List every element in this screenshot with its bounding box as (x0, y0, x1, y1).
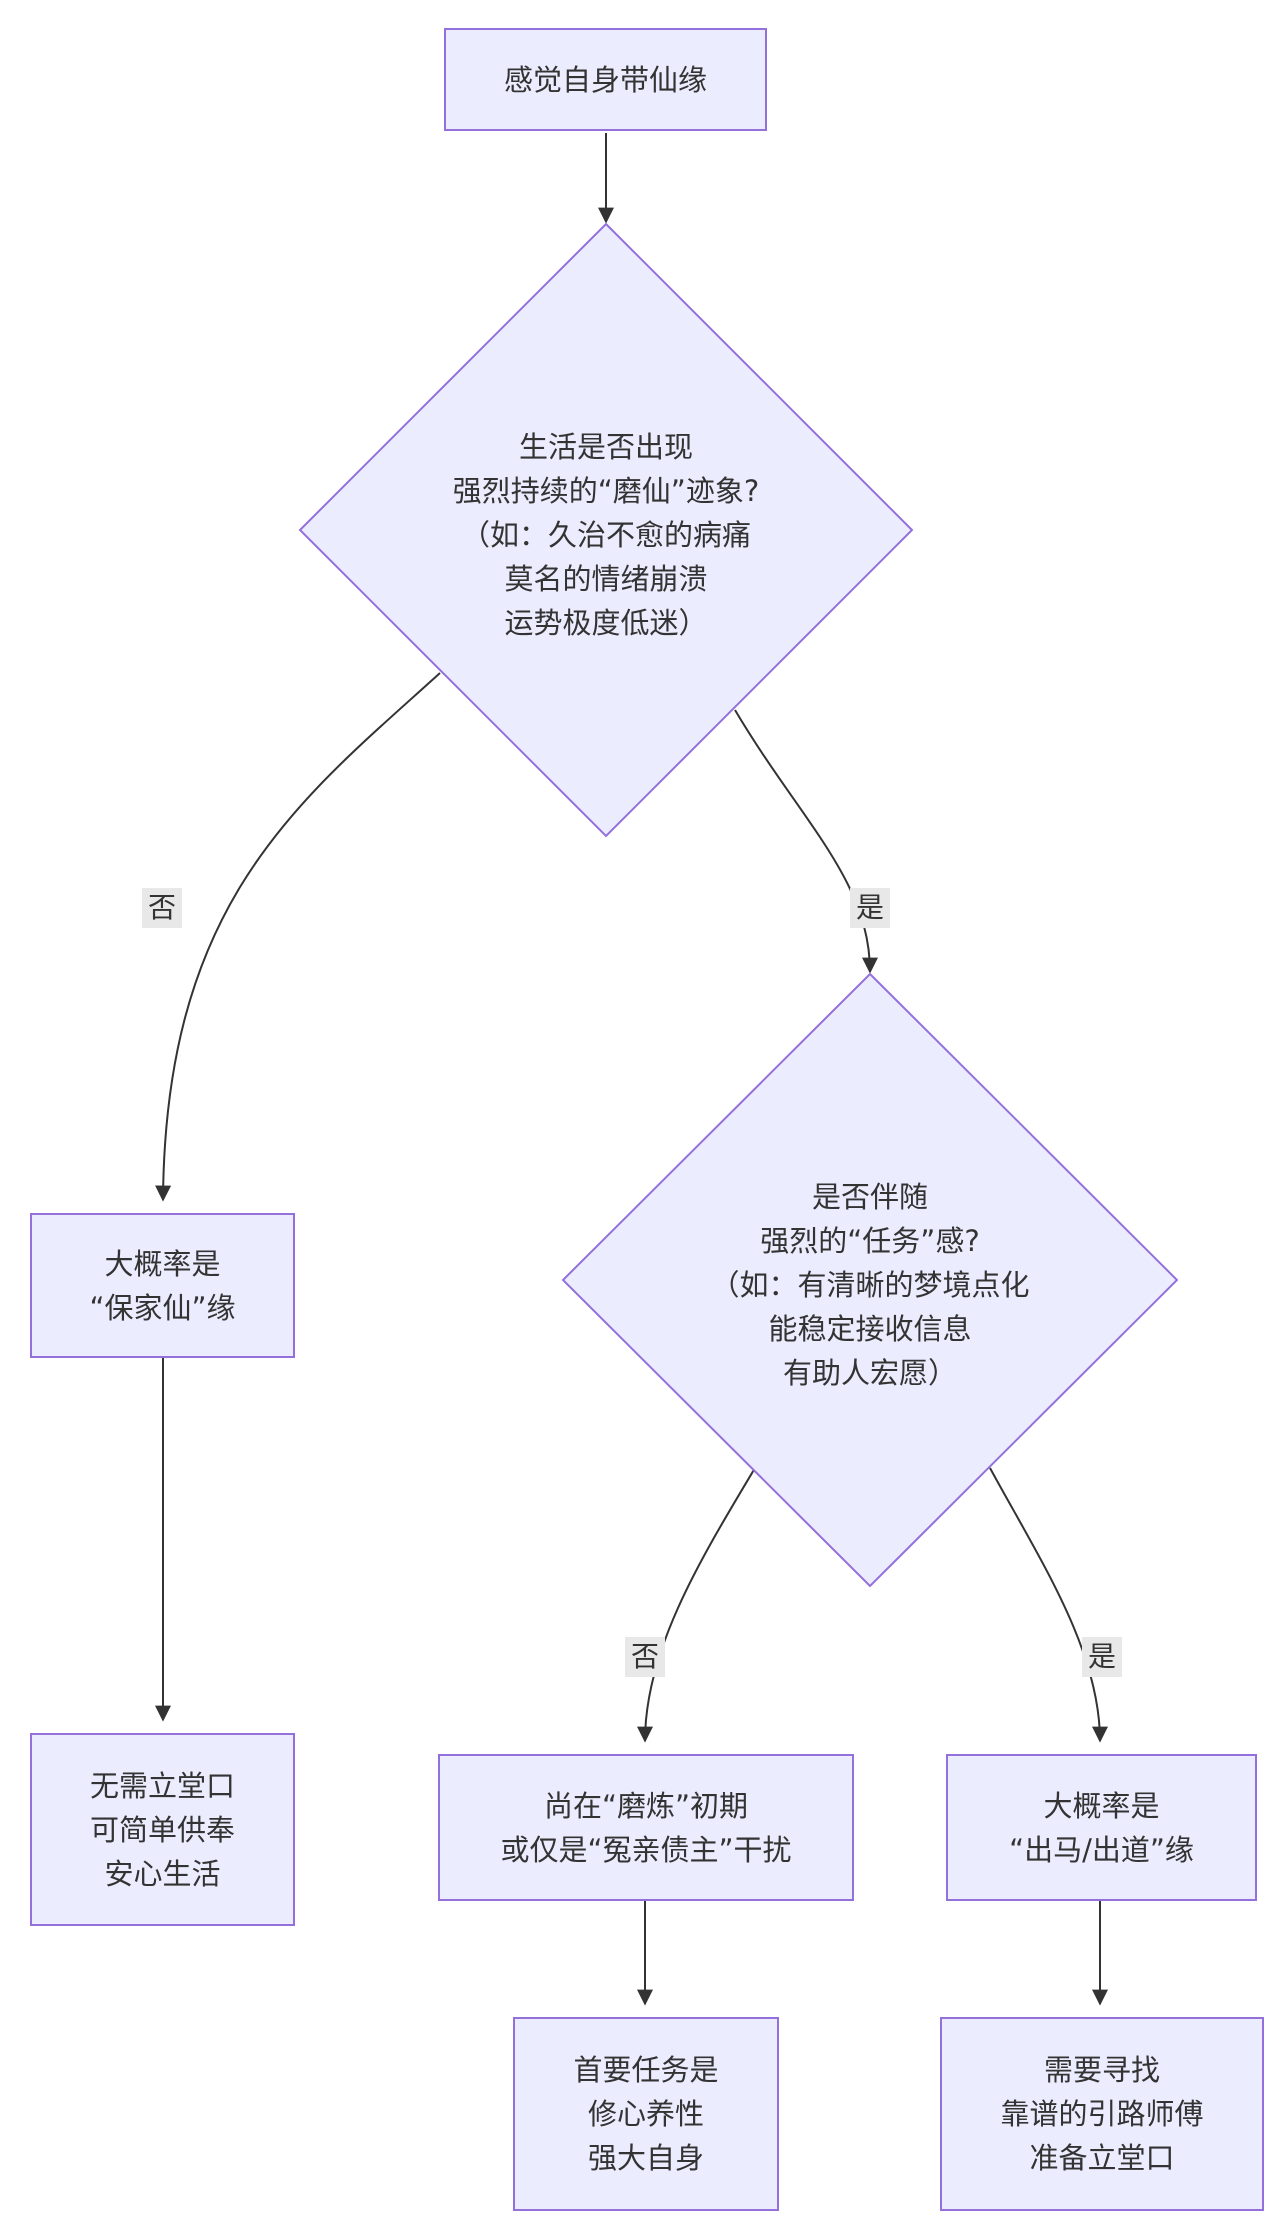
decision1-diamond (298, 222, 914, 838)
decision2-line-4: 能稳定接收信息 (768, 1312, 972, 1346)
node-start-line-1: 感觉自身带仙缘 (503, 62, 707, 97)
node-baojiaxian: 大概率是 “保家仙”缘 (30, 1213, 295, 1358)
node-no-tang-line-1: 无需立堂口 (89, 1768, 235, 1803)
node-xiuxin-line-3: 强大自身 (587, 2141, 704, 2175)
node-baojiaxian-line-1: 大概率是 (104, 1246, 221, 1281)
node-xiuxin-line-1: 首要任务是 (573, 2053, 719, 2087)
decision2-line-3: （如：有清晰的梦境点化 (710, 1268, 1030, 1302)
node-find-master-line-3: 准备立堂口 (1029, 2141, 1175, 2175)
decision1-line-2: 强烈持续的“磨仙”迹象? (452, 474, 760, 508)
node-xiuxin-line-2: 修心养性 (587, 2097, 704, 2131)
decision2-line-1: 是否伴随 (811, 1180, 929, 1214)
node-no-tang-line-2: 可简单供奉 (89, 1812, 235, 1847)
edge-label-decision1-no: 否 (141, 888, 183, 928)
node-chuma-line-1: 大概率是 (1043, 1788, 1160, 1823)
edge-decision2-no (637, 1467, 756, 1743)
node-molian-line-2: 或仅是“冤亲债主”干扰 (500, 1832, 792, 1867)
node-find-master-line-2: 靠谱的引路师傅 (1000, 2097, 1204, 2131)
decision-shapes (298, 222, 1179, 1588)
edges (155, 133, 1108, 2006)
decision2-diamond (561, 972, 1179, 1588)
node-molian: 尚在“磨炼”初期 或仅是“冤亲债主”干扰 (438, 1754, 854, 1901)
edge-decision1-no (155, 672, 441, 1202)
node-xiuxin: 首要任务是 修心养性 强大自身 (513, 2017, 779, 2211)
decision1-label: 生活是否出现 强烈持续的“磨仙”迹象? （如：久治不愈的病痛 莫名的情绪崩溃 运… (453, 425, 759, 645)
decision2-label: 是否伴随 强烈的“任务”感? （如：有清晰的梦境点化 能稳定接收信息 有助人宏愿… (710, 1175, 1029, 1395)
decision1-line-4: 莫名的情绪崩溃 (504, 562, 708, 596)
edge-label-decision2-no: 否 (624, 1637, 666, 1677)
decision1-line-1: 生活是否出现 (518, 430, 694, 464)
decision2-line-5: 有助人宏愿） (782, 1356, 958, 1390)
node-chuma: 大概率是 “出马/出道”缘 (946, 1754, 1257, 1901)
node-find-master: 需要寻找 靠谱的引路师傅 准备立堂口 (940, 2017, 1264, 2211)
node-no-tang: 无需立堂口 可简单供奉 安心生活 (30, 1733, 295, 1926)
node-find-master-line-1: 需要寻找 (1043, 2053, 1160, 2087)
node-baojiaxian-line-2: “保家仙”缘 (89, 1290, 236, 1325)
decision2-line-2: 强烈的“任务”感? (760, 1224, 980, 1258)
edge-label-decision2-yes: 是 (1081, 1637, 1123, 1677)
node-molian-line-1: 尚在“磨炼”初期 (543, 1788, 749, 1823)
node-no-tang-line-3: 安心生活 (104, 1856, 221, 1891)
edge-label-decision1-yes: 是 (849, 888, 891, 928)
node-start: 感觉自身带仙缘 (444, 28, 767, 131)
node-chuma-line-2: “出马/出道”缘 (1009, 1832, 1194, 1867)
decision1-line-5: 运势极度低迷） (504, 606, 708, 640)
decision1-line-3: （如：久治不愈的病痛 (460, 518, 752, 552)
edge-decision1-yes (734, 709, 878, 974)
edge-decision2-yes (989, 1467, 1108, 1743)
